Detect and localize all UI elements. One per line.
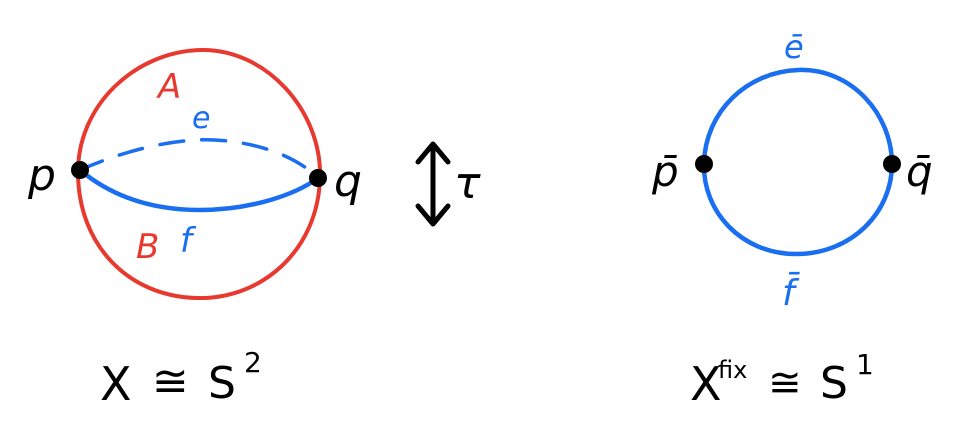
caption-right-sup: fix [718, 356, 747, 384]
fixed-circle-outline [701, 67, 895, 257]
sphere-figure: p q A B e f [27, 47, 362, 301]
caption-right-s: S [820, 358, 848, 409]
edge-e-dashed [78, 138, 320, 180]
point-p-dot [71, 161, 89, 179]
label-edge-e-bar: ē [784, 28, 804, 66]
point-q-dot [309, 169, 327, 187]
double-headed-arrow-icon [415, 141, 451, 227]
point-q-bar-dot [883, 155, 901, 173]
caption-right-exp: 1 [856, 348, 874, 381]
label-q: q [334, 156, 362, 207]
label-p: p [27, 150, 56, 201]
caption-left-s: S [208, 358, 236, 409]
caption-left-x: X [100, 357, 132, 411]
involution-arrow: τ [415, 141, 481, 227]
label-edge-f: f [180, 221, 197, 261]
caption-right-rel: ≅ [768, 360, 802, 406]
caption-right-x: X [690, 357, 722, 411]
label-edge-f-bar: f̄ [782, 271, 800, 314]
caption-left-rel: ≅ [152, 356, 189, 407]
sphere-outline [75, 47, 323, 301]
label-edge-e: e [192, 101, 210, 136]
fixed-circle-figure: p̄ q̄ ē f̄ [651, 28, 933, 314]
point-p-bar-dot [695, 155, 713, 173]
label-region-b: B [136, 227, 159, 267]
label-region-a: A [156, 67, 181, 107]
label-p-bar: p̄ [651, 147, 679, 196]
caption-right: X fix ≅ S 1 [690, 348, 874, 411]
caption-left: X ≅ S 2 [100, 346, 262, 411]
label-q-bar: q̄ [906, 147, 933, 196]
caption-left-exp: 2 [244, 346, 262, 379]
edge-f-solid [77, 167, 321, 213]
label-tau: τ [454, 158, 481, 209]
